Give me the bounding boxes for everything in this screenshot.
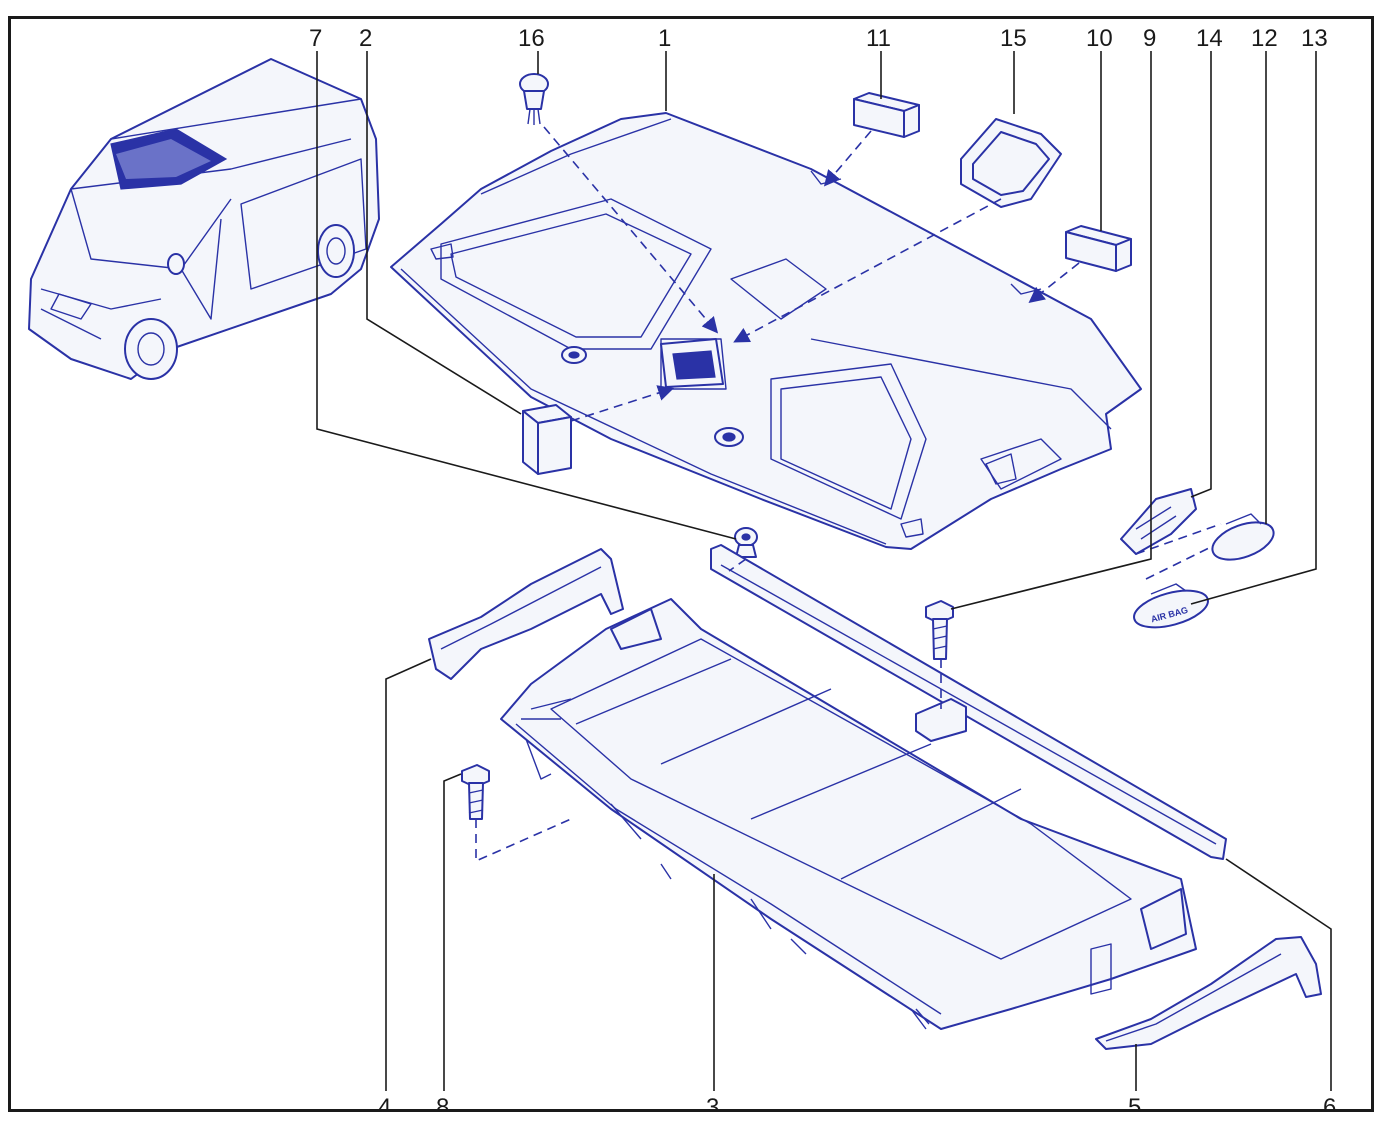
- part-11-foam-block: [853, 92, 920, 138]
- callout-7: 7: [309, 25, 322, 52]
- part-6-rail: [710, 544, 1227, 860]
- part-13-airbag-badge: AIR BAG: [1133, 583, 1209, 629]
- callout-4: 4: [378, 1094, 391, 1109]
- part-14-airbag-bracket: [1120, 488, 1197, 555]
- callout-12: 12: [1251, 25, 1278, 52]
- callout-3: 3: [706, 1094, 719, 1109]
- part-9-bolt: [925, 600, 954, 660]
- callout-9: 9: [1143, 25, 1156, 52]
- part-3-shelf-tray: [500, 598, 1197, 1030]
- callout-8: 8: [436, 1094, 449, 1109]
- callout-10: 10: [1086, 25, 1113, 52]
- part-7-grommet: [734, 527, 758, 558]
- callout-1: 1: [658, 25, 671, 52]
- part-8-bolt: [461, 764, 490, 820]
- callout-5: 5: [1128, 1094, 1141, 1109]
- callout-11: 11: [866, 25, 891, 52]
- part-10-foam-block: [1065, 225, 1132, 272]
- callout-2: 2: [359, 25, 372, 52]
- part-16-clip: [519, 73, 549, 125]
- assembly-arrows: [475, 126, 1080, 863]
- van-illustration: [28, 58, 380, 380]
- headliner-panel: [390, 112, 1142, 550]
- airbag-assembly-dashlines: [1135, 523, 1222, 580]
- exploded-parts-diagram: AIR BAG: [28, 25, 1336, 1109]
- callout-16: 16: [518, 25, 545, 52]
- leader-lines: [316, 51, 1332, 1091]
- callout-14: 14: [1196, 25, 1223, 52]
- callout-13: 13: [1301, 25, 1328, 52]
- diagram-frame: AIR BAG: [8, 16, 1374, 1112]
- part-2-foam-block: [522, 404, 572, 475]
- callout-6: 6: [1323, 1094, 1336, 1109]
- part-15-frame: [960, 118, 1062, 208]
- part-12-airbag-cap: [1211, 513, 1275, 561]
- part-4-left-trim: [428, 548, 624, 680]
- part-5-right-trim: [1095, 936, 1322, 1050]
- callout-15: 15: [1000, 25, 1027, 52]
- callout-numbers: 7 2 16 1 11 15 10 9 14 12 13 4 8 3 5 6: [309, 25, 1336, 1109]
